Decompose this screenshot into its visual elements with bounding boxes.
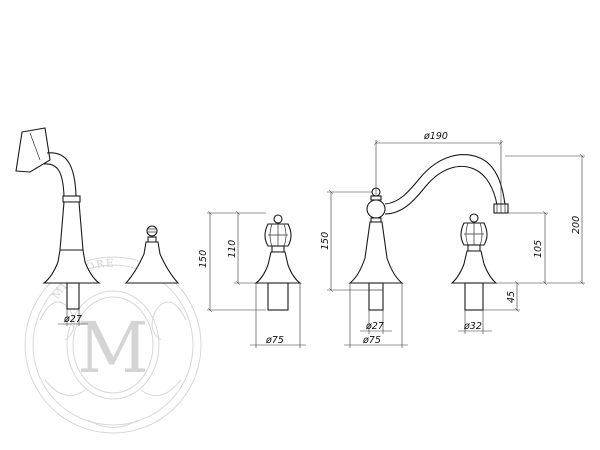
label-spout-shank-diameter: ø27 <box>365 321 384 332</box>
dim-spout-height: 150 <box>320 192 372 290</box>
label-right-shank-diameter: ø32 <box>463 321 482 332</box>
dim-overall-height: 200 <box>497 156 585 283</box>
dim-handle-base-diameter: ø75 <box>250 283 306 348</box>
dim-hand-shower-diameter: ø27 <box>58 309 88 326</box>
label-handle-base-diameter: ø75 <box>265 335 284 346</box>
spout <box>348 154 509 311</box>
label-spout-height: 150 <box>320 232 331 250</box>
dim-handle-height: 110 <box>227 213 256 283</box>
label-hand-shower-height: 150 <box>198 250 209 268</box>
label-hand-shower-diameter: ø27 <box>63 314 82 325</box>
handle-valve <box>254 214 302 311</box>
dim-spout-shank-diameter: ø27 <box>360 310 392 334</box>
label-spout-reach: ø190 <box>423 131 448 142</box>
label-handle-height: 110 <box>227 240 238 258</box>
label-right-handle-height: 105 <box>533 240 544 258</box>
dim-spout-base-diameter: ø75 <box>344 283 408 348</box>
label-spout-base-diameter: ø75 <box>362 335 381 346</box>
right-handle-valve <box>450 213 498 311</box>
label-shank-length: 45 <box>506 291 517 303</box>
dim-spout-reach: ø190 <box>376 131 501 205</box>
dim-shank-length: 45 <box>483 283 520 310</box>
dim-right-handle-height: 105 <box>508 213 548 283</box>
dim-right-shank-diameter: ø32 <box>458 310 492 334</box>
label-overall-height: 200 <box>571 216 582 234</box>
diverter <box>124 225 180 284</box>
watermark-monogram: M <box>77 307 149 389</box>
hand-shower <box>15 127 101 310</box>
